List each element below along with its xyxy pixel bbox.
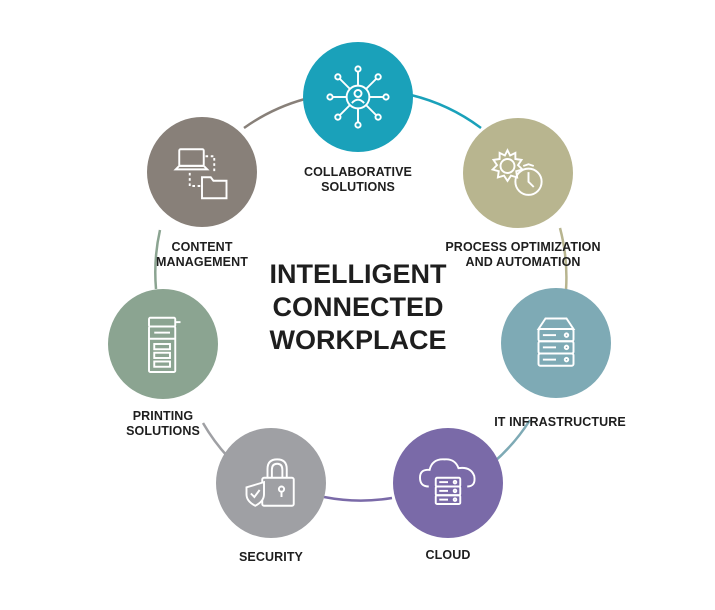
laptop-folder-icon bbox=[173, 148, 228, 200]
process-optimization-node[interactable] bbox=[463, 118, 573, 228]
ring-segment-collaborative-process bbox=[410, 93, 482, 130]
collaborative-solutions-label: COLLABORATIVE SOLUTIONS bbox=[303, 165, 412, 194]
cloud-node[interactable] bbox=[393, 428, 503, 538]
collaborative-solutions-node[interactable] bbox=[303, 42, 413, 152]
it-infrastructure-node[interactable] bbox=[501, 288, 611, 398]
diagram-title: INTELLIGENT CONNECTED WORKPLACE bbox=[269, 259, 447, 355]
process-optimization-label: PROCESS OPTIMIZATION AND AUTOMATION bbox=[445, 240, 601, 269]
network-person-icon bbox=[326, 65, 390, 129]
printing-solutions-label: PRINTING SOLUTIONS bbox=[126, 409, 200, 438]
cloud-server-icon bbox=[419, 458, 476, 505]
it-infrastructure-label: IT INFRASTRUCTURE bbox=[494, 415, 626, 429]
content-management-node[interactable] bbox=[147, 117, 257, 227]
printing-solutions-node[interactable] bbox=[108, 289, 218, 399]
security-label: SECURITY bbox=[238, 550, 303, 564]
padlock-shield-icon bbox=[245, 458, 295, 507]
printer-icon bbox=[148, 316, 181, 373]
cloud-label: CLOUD bbox=[425, 548, 471, 562]
server-icon bbox=[536, 317, 576, 367]
ring-segment-cloud-security bbox=[323, 495, 393, 502]
content-management-label: CONTENT MANAGEMENT bbox=[156, 240, 248, 269]
ring-segment-printing-content bbox=[154, 229, 162, 290]
ring-segment-process-infrastructure bbox=[558, 227, 568, 291]
security-node[interactable] bbox=[216, 428, 326, 538]
ring-segment-content-collaborative bbox=[243, 97, 306, 130]
gears-clock-icon bbox=[490, 148, 543, 196]
